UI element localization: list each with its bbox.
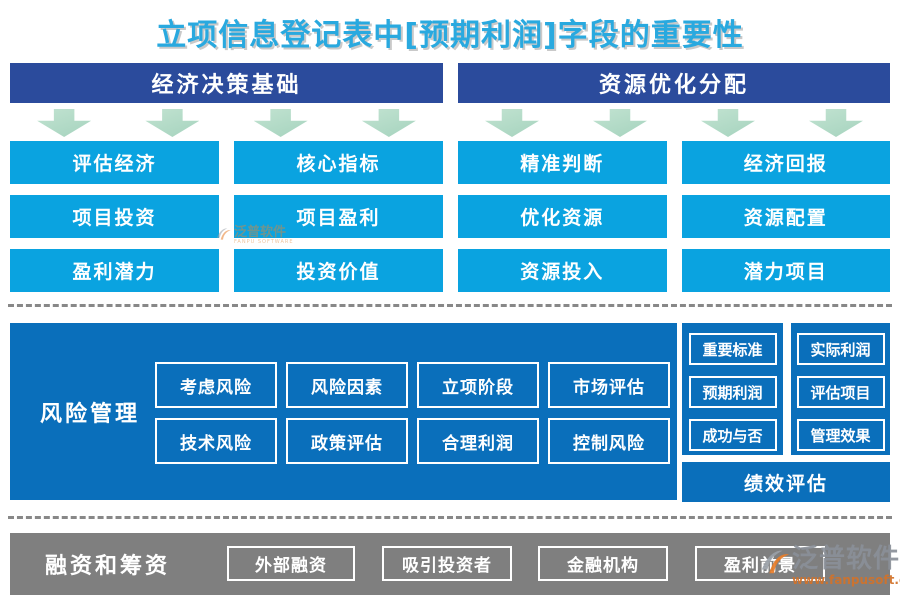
page-title: 立项信息登记表中[预期利润]字段的重要性 [156,18,744,53]
arrow-row [10,103,443,140]
down-arrow-icon [809,109,863,137]
risk-node-box: 考虑风险 [155,362,277,408]
down-arrow-icon [485,109,539,137]
financing-node-box: 外部融资 [227,546,355,581]
node-box: 精准判断 [458,141,667,184]
node-grid: 评估经济 核心指标 项目投资 项目盈利 盈利潜力 投资价值 [10,141,443,292]
section-header: 资源优化分配 [458,63,890,103]
down-arrow-icon [361,109,416,137]
down-arrow-icon [145,109,200,137]
section-economic-decision: 经济决策基础 评估经济 核心指标 项目投资 项目盈利 盈利潜力 投资价值 [10,63,443,292]
financing-node-box: 吸引投资者 [382,546,512,581]
down-arrow-icon [593,109,647,137]
section-risk-management: 风险管理 考虑风险 风险因素 立项阶段 市场评估 技术风险 政策评估 合理利润 … [10,323,677,500]
node-box: 资源配置 [681,195,890,238]
watermark-caption-text: FANPU SOFTWARE [234,239,294,245]
dashed-divider [8,304,892,307]
risk-node-box: 政策评估 [286,418,408,464]
dashed-divider [8,516,892,519]
node-box: 优化资源 [458,195,667,238]
section-financing: 融资和筹资 外部融资 吸引投资者 金融机构 盈利前景 [10,533,890,595]
watermark-brand-text: 泛普软件 [792,544,900,574]
node-box: 投资价值 [234,249,443,292]
node-box: 项目盈利 [234,195,443,238]
fanpu-logo-icon [761,550,790,574]
node-box: 潜力项目 [681,249,890,292]
financing-section-title: 融资和筹资 [45,554,171,579]
risk-node-box: 控制风险 [548,418,670,464]
node-grid: 精准判断 经济回报 优化资源 资源配置 资源投入 潜力项目 [458,141,890,292]
criteria-box: 重要标准 [688,333,777,365]
watermark-url-text: www.fanpusoft.com [792,573,900,587]
node-box: 资源投入 [458,249,667,292]
fanpu-logo-icon [216,228,231,240]
watermark-corner: 泛普软件 www.fanpusoft.com [760,545,900,587]
criteria-column-1: 重要标准 预期利润 成功与否 [682,323,783,455]
node-box: 评估经济 [10,141,219,184]
node-box: 盈利潜力 [10,249,219,292]
criteria-box: 评估项目 [796,376,885,408]
criteria-column-2: 实际利润 评估项目 管理效果 [791,323,890,455]
risk-node-box: 立项阶段 [417,362,539,408]
node-box: 项目投资 [10,195,219,238]
down-arrow-icon [701,109,755,137]
performance-evaluation-bar: 绩效评估 [682,462,890,502]
node-box: 经济回报 [681,141,890,184]
criteria-box: 预期利润 [688,376,777,408]
criteria-box: 实际利润 [796,333,885,365]
risk-node-grid: 考虑风险 风险因素 立项阶段 市场评估 技术风险 政策评估 合理利润 控制风险 [155,362,670,464]
risk-node-box: 风险因素 [286,362,408,408]
arrow-row [458,103,890,140]
watermark-center: 泛普软件 FANPU SOFTWARE [216,226,294,246]
watermark-brand-text: 泛普软件 [234,225,287,240]
down-arrow-icon [253,109,308,137]
section-header: 经济决策基础 [10,63,443,103]
financing-node-box: 金融机构 [538,546,668,581]
risk-node-box: 合理利润 [417,418,539,464]
criteria-box: 管理效果 [796,419,885,451]
criteria-box: 成功与否 [688,419,777,451]
risk-node-box: 市场评估 [548,362,670,408]
node-box: 核心指标 [234,141,443,184]
risk-node-box: 技术风险 [155,418,277,464]
section-resource-allocation: 资源优化分配 精准判断 经济回报 优化资源 资源配置 资源投入 潜力项目 [458,63,890,292]
down-arrow-icon [37,109,92,137]
risk-section-title: 风险管理 [40,401,141,427]
